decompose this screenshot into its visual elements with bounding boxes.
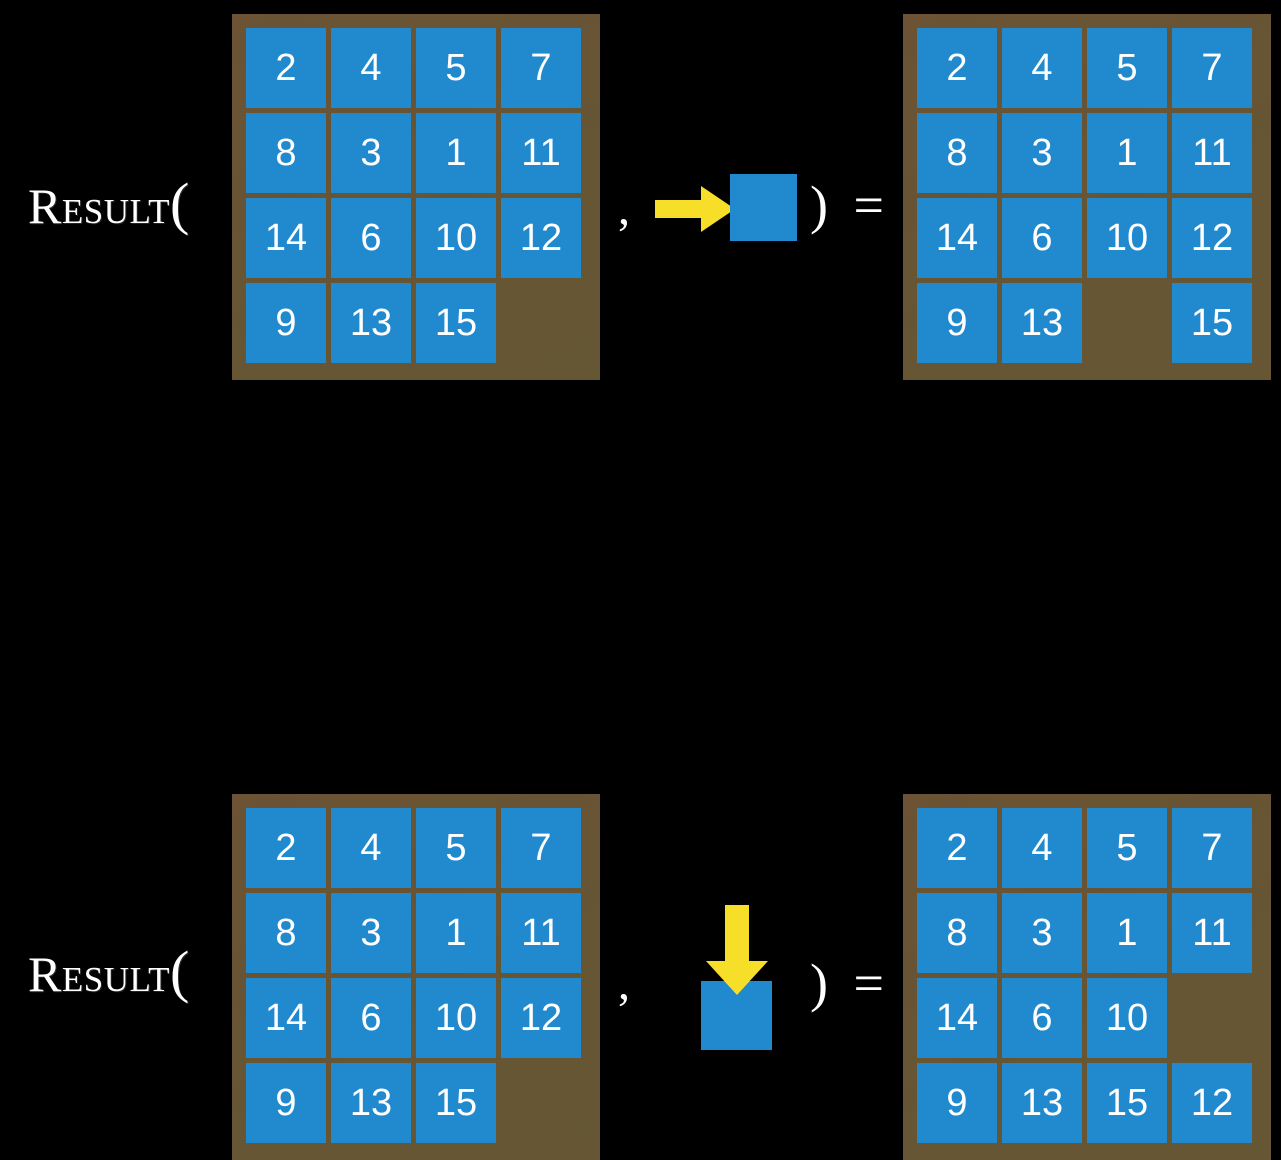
output-top-tile-8[interactable]: 8 bbox=[917, 113, 997, 193]
output-top-tile-14[interactable]: 14 bbox=[917, 198, 997, 278]
input-bottom-tile-5[interactable]: 5 bbox=[416, 808, 496, 888]
input-top-tile-10[interactable]: 10 bbox=[416, 198, 496, 278]
result-word-top: Result bbox=[28, 178, 171, 234]
result-function-label-top: Result( bbox=[28, 175, 190, 235]
input-top-tile-6[interactable]: 6 bbox=[331, 198, 411, 278]
output-bottom-tile-4[interactable]: 4 bbox=[1002, 808, 1082, 888]
input-bottom-tile-9[interactable]: 9 bbox=[246, 1063, 326, 1143]
operand-blank-tile-top bbox=[730, 174, 797, 241]
output-top-blank-cell-r4c3 bbox=[1087, 283, 1167, 363]
output-bottom-tile-15[interactable]: 15 bbox=[1087, 1063, 1167, 1143]
input-bottom-tile-3[interactable]: 3 bbox=[331, 893, 411, 973]
output-bottom-tile-11[interactable]: 11 bbox=[1172, 893, 1252, 973]
output-bottom-tile-10[interactable]: 10 bbox=[1087, 978, 1167, 1058]
argument-separator-comma-bottom: , bbox=[618, 957, 630, 1010]
output-top-tile-1[interactable]: 1 bbox=[1087, 113, 1167, 193]
input-bottom-tile-12[interactable]: 12 bbox=[501, 978, 581, 1058]
input-top-tile-5[interactable]: 5 bbox=[416, 28, 496, 108]
output-bottom-tile-6[interactable]: 6 bbox=[1002, 978, 1082, 1058]
input-top-tile-3[interactable]: 3 bbox=[331, 113, 411, 193]
output-bottom-tile-14[interactable]: 14 bbox=[917, 978, 997, 1058]
output-top-tile-2[interactable]: 2 bbox=[917, 28, 997, 108]
output-bottom-tile-5[interactable]: 5 bbox=[1087, 808, 1167, 888]
input-top-tile-13[interactable]: 13 bbox=[331, 283, 411, 363]
input-top-tile-7[interactable]: 7 bbox=[501, 28, 581, 108]
input-bottom-tile-6[interactable]: 6 bbox=[331, 978, 411, 1058]
input-bottom-tile-13[interactable]: 13 bbox=[331, 1063, 411, 1143]
input-bottom-tile-10[interactable]: 10 bbox=[416, 978, 496, 1058]
output-top-tile-11[interactable]: 11 bbox=[1172, 113, 1252, 193]
output-bottom-tile-13[interactable]: 13 bbox=[1002, 1063, 1082, 1143]
output-top-tile-12[interactable]: 12 bbox=[1172, 198, 1252, 278]
argument-separator-comma-top: , bbox=[618, 182, 630, 235]
output-bottom-tile-3[interactable]: 3 bbox=[1002, 893, 1082, 973]
output-top-tile-9[interactable]: 9 bbox=[917, 283, 997, 363]
output-bottom-tile-8[interactable]: 8 bbox=[917, 893, 997, 973]
input-bottom-tile-11[interactable]: 11 bbox=[501, 893, 581, 973]
input-top-tile-8[interactable]: 8 bbox=[246, 113, 326, 193]
input-bottom-tile-7[interactable]: 7 bbox=[501, 808, 581, 888]
output-bottom-tile-1[interactable]: 1 bbox=[1087, 893, 1167, 973]
output-top-tile-10[interactable]: 10 bbox=[1087, 198, 1167, 278]
input-bottom-tile-8[interactable]: 8 bbox=[246, 893, 326, 973]
input-top-tile-4[interactable]: 4 bbox=[331, 28, 411, 108]
open-paren-top: ( bbox=[170, 171, 190, 236]
result-word-bottom: Result bbox=[28, 946, 171, 1002]
output-bottom-blank-cell-r3c4 bbox=[1172, 978, 1252, 1058]
result-function-label-bottom: Result( bbox=[28, 943, 190, 1003]
arrow-right-icon bbox=[655, 186, 735, 232]
open-paren-bottom: ( bbox=[170, 939, 190, 1004]
input-top-tile-9[interactable]: 9 bbox=[246, 283, 326, 363]
output-top-tile-15[interactable]: 15 bbox=[1172, 283, 1252, 363]
input-top-tile-11[interactable]: 11 bbox=[501, 113, 581, 193]
arrow-down-icon bbox=[706, 905, 768, 995]
output-top-tile-4[interactable]: 4 bbox=[1002, 28, 1082, 108]
input-top-blank-cell-r4c4 bbox=[501, 283, 581, 363]
input-bottom-tile-2[interactable]: 2 bbox=[246, 808, 326, 888]
input-bottom-blank-cell-r4c4 bbox=[501, 1063, 581, 1143]
close-paren-equals-bottom: ) = bbox=[810, 953, 890, 1013]
input-top-tile-2[interactable]: 2 bbox=[246, 28, 326, 108]
output-top-tile-13[interactable]: 13 bbox=[1002, 283, 1082, 363]
input-bottom-tile-1[interactable]: 1 bbox=[416, 893, 496, 973]
input-top-tile-12[interactable]: 12 bbox=[501, 198, 581, 278]
close-paren-equals-top: ) = bbox=[810, 175, 890, 235]
output-bottom-tile-9[interactable]: 9 bbox=[917, 1063, 997, 1143]
input-bottom-tile-15[interactable]: 15 bbox=[416, 1063, 496, 1143]
input-bottom-tile-4[interactable]: 4 bbox=[331, 808, 411, 888]
output-bottom-tile-7[interactable]: 7 bbox=[1172, 808, 1252, 888]
input-top-tile-1[interactable]: 1 bbox=[416, 113, 496, 193]
output-top-tile-3[interactable]: 3 bbox=[1002, 113, 1082, 193]
output-bottom-tile-2[interactable]: 2 bbox=[917, 808, 997, 888]
output-top-tile-6[interactable]: 6 bbox=[1002, 198, 1082, 278]
input-top-tile-15[interactable]: 15 bbox=[416, 283, 496, 363]
output-top-tile-5[interactable]: 5 bbox=[1087, 28, 1167, 108]
input-bottom-tile-14[interactable]: 14 bbox=[246, 978, 326, 1058]
output-top-tile-7[interactable]: 7 bbox=[1172, 28, 1252, 108]
input-top-tile-14[interactable]: 14 bbox=[246, 198, 326, 278]
output-bottom-tile-12[interactable]: 12 bbox=[1172, 1063, 1252, 1143]
